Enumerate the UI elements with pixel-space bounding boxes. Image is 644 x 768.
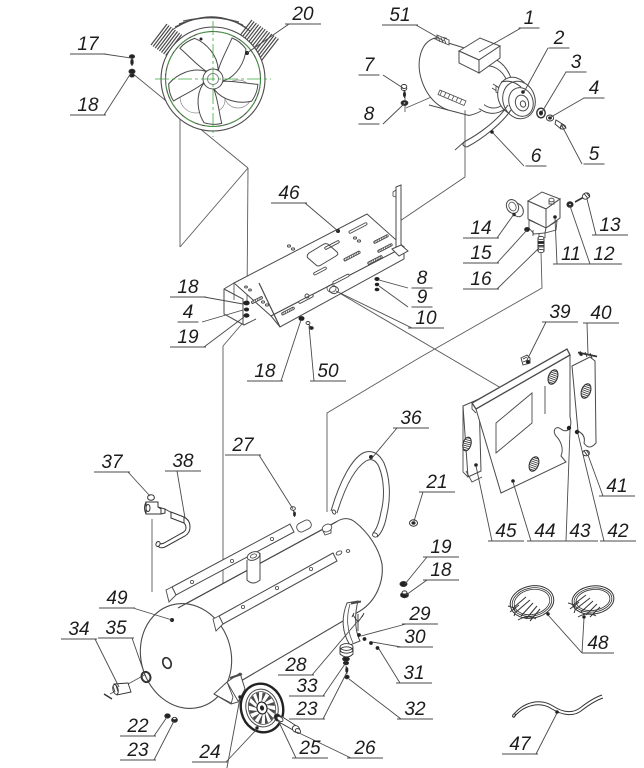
- svg-text:3: 3: [571, 52, 582, 73]
- svg-text:19: 19: [430, 537, 452, 558]
- svg-text:45: 45: [495, 521, 517, 542]
- svg-text:18: 18: [177, 277, 199, 298]
- svg-text:21: 21: [425, 472, 447, 493]
- svg-text:46: 46: [278, 183, 300, 204]
- svg-text:22: 22: [126, 716, 149, 737]
- svg-text:29: 29: [408, 604, 431, 625]
- svg-text:18: 18: [254, 361, 276, 382]
- svg-text:20: 20: [291, 4, 314, 25]
- svg-text:48: 48: [587, 633, 609, 654]
- svg-text:42: 42: [607, 521, 629, 542]
- svg-text:51: 51: [389, 5, 410, 26]
- svg-text:8: 8: [364, 104, 375, 125]
- svg-text:19: 19: [177, 327, 199, 348]
- svg-text:31: 31: [403, 663, 424, 684]
- svg-text:25: 25: [298, 738, 321, 759]
- svg-text:43: 43: [569, 521, 591, 542]
- svg-text:35: 35: [105, 618, 127, 639]
- svg-text:4: 4: [589, 78, 600, 99]
- svg-text:2: 2: [553, 28, 565, 49]
- svg-text:6: 6: [531, 146, 542, 167]
- svg-text:30: 30: [404, 627, 426, 648]
- svg-text:38: 38: [172, 451, 194, 472]
- svg-text:37: 37: [101, 452, 124, 473]
- svg-text:44: 44: [534, 521, 555, 542]
- svg-text:5: 5: [589, 144, 600, 165]
- svg-text:39: 39: [549, 302, 571, 323]
- svg-text:49: 49: [106, 588, 128, 609]
- svg-text:17: 17: [77, 34, 100, 55]
- svg-text:11: 11: [561, 244, 581, 265]
- svg-text:34: 34: [68, 619, 89, 640]
- svg-text:4: 4: [183, 302, 194, 323]
- svg-text:41: 41: [606, 476, 627, 497]
- svg-text:15: 15: [470, 243, 492, 264]
- svg-text:28: 28: [284, 655, 307, 676]
- svg-text:50: 50: [317, 361, 339, 382]
- svg-text:24: 24: [198, 742, 220, 763]
- svg-text:23: 23: [126, 740, 149, 761]
- svg-text:12: 12: [593, 244, 615, 265]
- svg-text:10: 10: [415, 308, 437, 329]
- svg-text:7: 7: [364, 55, 376, 76]
- svg-text:13: 13: [599, 215, 621, 236]
- svg-text:23: 23: [295, 699, 318, 720]
- svg-text:26: 26: [353, 738, 376, 759]
- svg-text:16: 16: [470, 269, 492, 290]
- svg-text:32: 32: [404, 699, 426, 720]
- svg-text:47: 47: [509, 734, 532, 755]
- svg-text:18: 18: [77, 95, 99, 116]
- svg-text:1: 1: [524, 8, 535, 29]
- svg-text:27: 27: [231, 435, 255, 456]
- svg-text:14: 14: [470, 218, 491, 239]
- svg-text:18: 18: [430, 560, 452, 581]
- svg-text:8: 8: [417, 268, 428, 289]
- svg-text:36: 36: [400, 408, 422, 429]
- svg-text:40: 40: [590, 303, 612, 324]
- svg-text:33: 33: [296, 676, 318, 697]
- svg-text:9: 9: [417, 287, 428, 308]
